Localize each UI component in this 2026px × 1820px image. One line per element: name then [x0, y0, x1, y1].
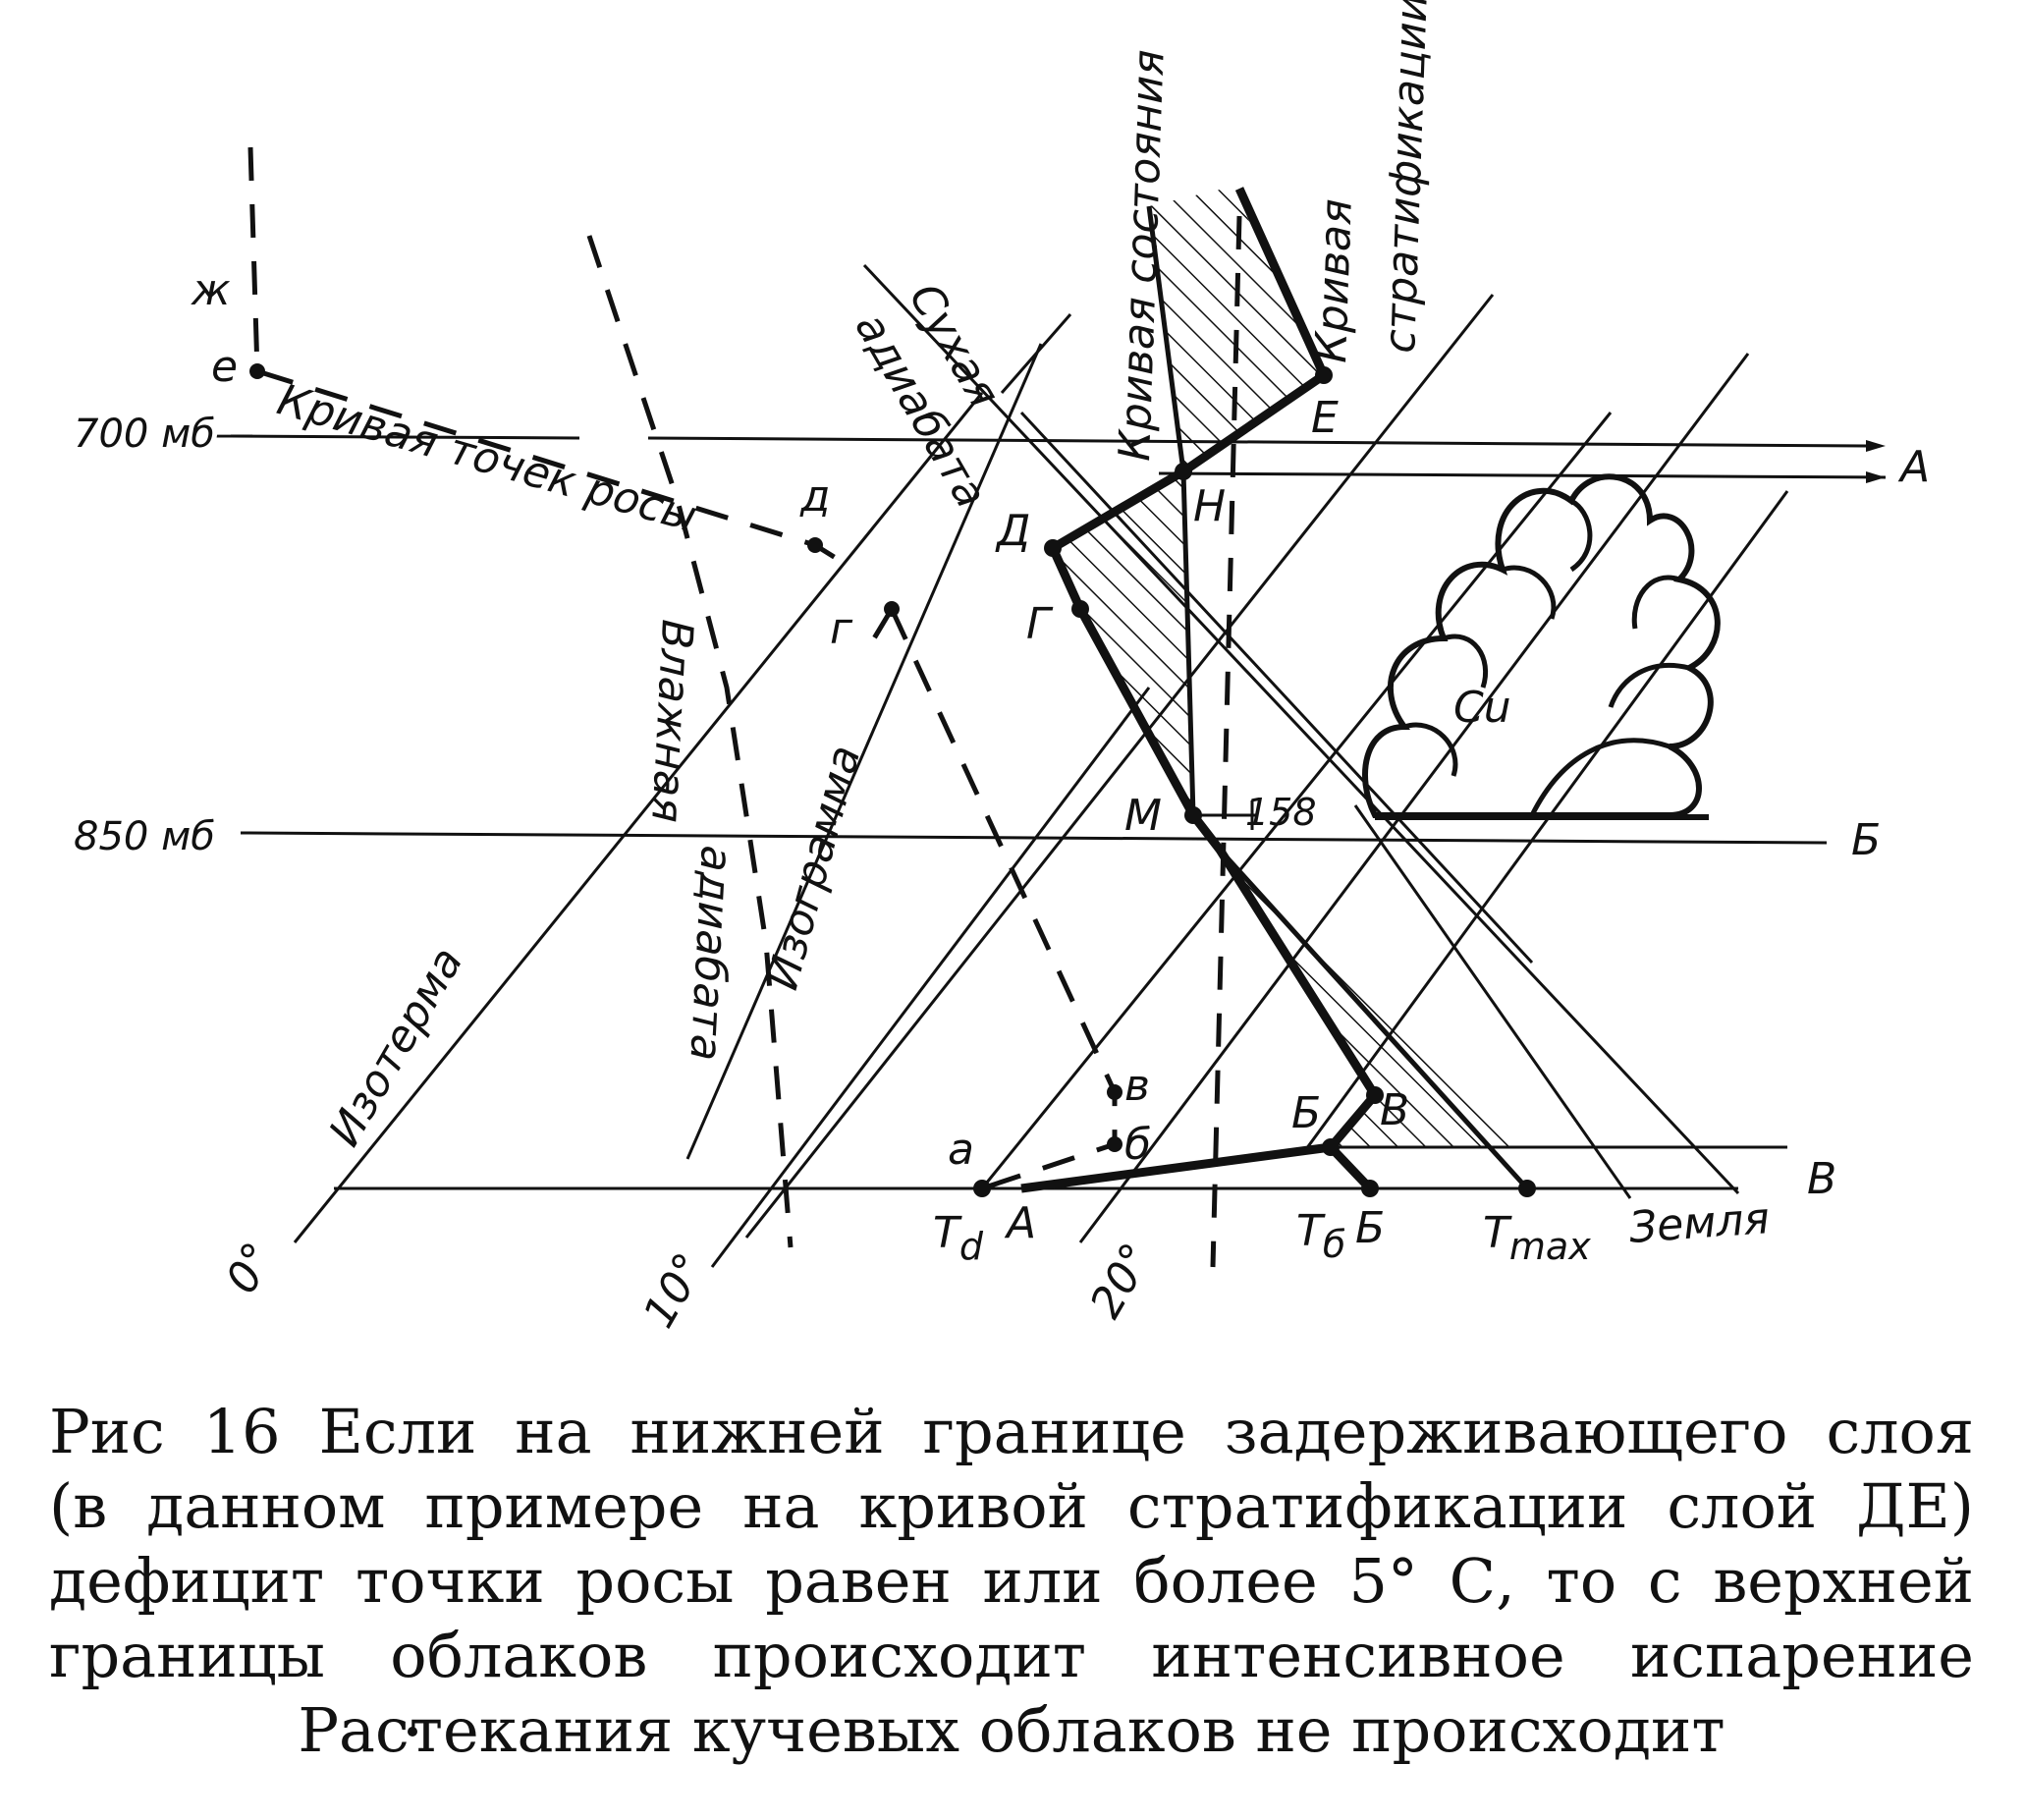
- pressure-850-label: 850 мб: [74, 814, 215, 859]
- dewpoint-curve-label: Кривая точек росы: [272, 375, 702, 543]
- isotherm-line-20: [1078, 353, 1750, 1243]
- point-Bv-label: В: [1380, 1085, 1409, 1135]
- caption-line-2: (в данном примере на кривой стратификаци…: [49, 1470, 1974, 1542]
- level-a-label: А: [1897, 442, 1930, 492]
- strat-curve-label-2: стратификации: [1375, 0, 1438, 354]
- t-d-label: Td: [933, 1208, 984, 1268]
- cloud-label: Cu: [1453, 683, 1511, 733]
- moist-adiabat-curve: [586, 235, 794, 1248]
- dew-zh-label: ж: [191, 265, 231, 315]
- point-b-dot: [1107, 1136, 1123, 1152]
- stratification-curve: [1020, 187, 1380, 1193]
- dry-adiabat-line: [862, 263, 1740, 1195]
- level-a-line-lower: [1158, 471, 1887, 479]
- temp-0-label: 0°: [216, 1235, 284, 1302]
- ground-B-label: Б: [1355, 1203, 1385, 1253]
- hatch-middle: [1053, 471, 1193, 815]
- point-a-dot: [973, 1180, 991, 1197]
- cloud-inner-2: [1443, 634, 1489, 689]
- point-N-label: Н: [1193, 481, 1226, 531]
- state-curve-label: Кривая состояния: [1110, 49, 1175, 463]
- cloud-inner-7: [1631, 575, 1680, 630]
- ground-A-label: А: [1004, 1198, 1036, 1248]
- point-G-dot: [1071, 600, 1089, 618]
- caption-line-4: границы облаков происходит интенсивное и…: [49, 1620, 1974, 1691]
- point-G-label: Г: [1026, 599, 1054, 649]
- cloud-inner-4: [1569, 498, 1593, 573]
- dewpoint-curve: [247, 146, 849, 568]
- level-a-arrow: [1866, 440, 1886, 452]
- temp-20-label: 20°: [1080, 1235, 1162, 1326]
- cloud-inner-3: [1502, 565, 1557, 620]
- cumulus-cloud: [1362, 473, 1721, 818]
- isotherm-line-a: [744, 294, 1495, 1239]
- point-d-dot: [807, 537, 823, 553]
- level-700-line: [230, 434, 580, 440]
- t-b-label: Tб: [1296, 1206, 1345, 1266]
- dewpoint-curve-lower: [889, 607, 1118, 1191]
- emagram-diagram: 700 мб— 850 мб Кривая точек росы Кривая …: [74, 0, 1930, 1337]
- pressure-700-label: 700 мб—: [74, 412, 254, 457]
- level-a-arrow-lower: [1866, 471, 1886, 483]
- level-a-line: [647, 436, 1867, 448]
- point-g-dot: [884, 601, 900, 617]
- tb-line: [1327, 1143, 1374, 1192]
- isogram-top-line: [1000, 313, 1072, 394]
- point-B-dot: [1322, 1138, 1340, 1156]
- point-Tmax-dot: [1518, 1180, 1536, 1197]
- caption-line-1: Рис 16 Если на нижней границе задерживаю…: [49, 1396, 1974, 1467]
- point-D-label: Д: [995, 506, 1030, 556]
- cloud-inner-6: [1529, 738, 1670, 817]
- dry-adiabat-line-3: [1353, 804, 1632, 1199]
- hatch-lower: [1220, 850, 1517, 1147]
- point-N-dot: [1175, 463, 1192, 480]
- ground-label: Земля: [1627, 1193, 1771, 1253]
- point-M-label: М: [1124, 791, 1162, 841]
- figure-caption: Рис 16 Если на нижней границе задерживаю…: [49, 1395, 1974, 1768]
- moist-adiabat-label-2: адиабата: [681, 844, 741, 1062]
- temp-10-label: 10°: [633, 1244, 715, 1336]
- dew-g-label: г: [830, 604, 853, 654]
- point-D-dot: [1044, 539, 1062, 557]
- point-E-label: Е: [1311, 393, 1339, 443]
- point-Bb-label: Б: [1291, 1088, 1321, 1138]
- level-850-line: [240, 831, 1828, 845]
- t-max-label: Tmax: [1483, 1208, 1591, 1268]
- dew-v-label: в: [1124, 1061, 1150, 1111]
- stray-dot: [408, 1727, 417, 1737]
- point-E-dot: [1315, 366, 1333, 384]
- dew-d-label: д: [799, 471, 830, 522]
- isogram-label: Изограмма: [757, 741, 870, 995]
- dew-e-label: е: [211, 342, 238, 392]
- isogram-line: [685, 343, 1043, 1160]
- isotherm-line-0: [293, 392, 984, 1243]
- point-V-dot: [1366, 1086, 1384, 1104]
- dry-adiabat-line-2: [1019, 411, 1534, 965]
- level-b-label: Б: [1851, 815, 1881, 865]
- moist-adiabat-label-1: Влажная: [641, 618, 702, 823]
- isotherm-line-b: [980, 412, 1613, 1189]
- dew-a-label: а: [948, 1125, 974, 1175]
- isotherm-line-10: [710, 687, 1151, 1268]
- dew-b-label: б: [1124, 1120, 1151, 1170]
- caption-line-5: Растекания кучевых облаков не происходит: [298, 1694, 1725, 1766]
- point-M-dot: [1184, 806, 1202, 824]
- cloud-inner-5: [1608, 662, 1690, 708]
- caption-line-3: дефицит точки росы равен или более 5° С,…: [49, 1545, 1974, 1617]
- cloud-inner-1: [1403, 722, 1458, 777]
- hatch-upper: [1149, 187, 1324, 471]
- point-Tb-dot: [1361, 1180, 1379, 1197]
- point-v-dot: [1107, 1084, 1123, 1100]
- point-e-dot: [249, 363, 265, 379]
- isotherm-label: Изотерма: [319, 939, 472, 1155]
- level-v-label: В: [1807, 1154, 1836, 1204]
- strat-curve-label-1: Кривая: [1306, 198, 1362, 364]
- vertical-dashed: [1210, 215, 1242, 1268]
- value-158-label: 158: [1245, 791, 1317, 834]
